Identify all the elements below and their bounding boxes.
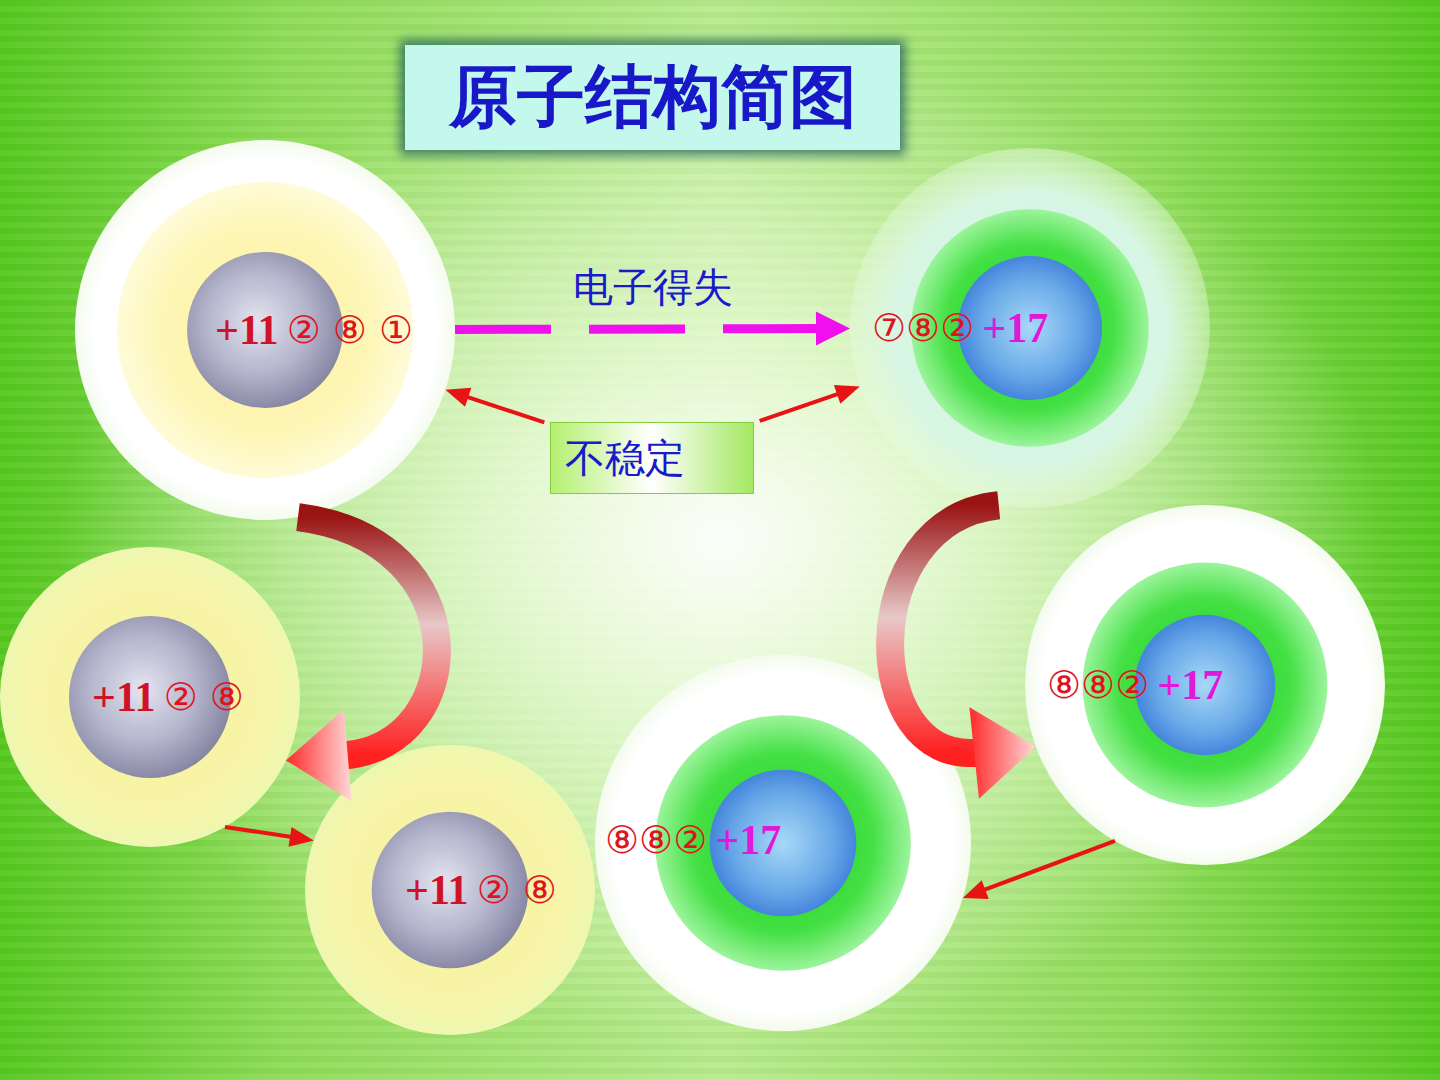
nucleus-charge: +17 xyxy=(715,819,781,861)
arrow-line xyxy=(225,827,292,837)
nucleus-charge: +17 xyxy=(982,307,1048,349)
connector xyxy=(286,517,437,801)
arrow-head xyxy=(969,707,1035,798)
electron-shells: ② ⑧ xyxy=(164,678,244,716)
arrow-line xyxy=(466,397,544,423)
connector xyxy=(445,388,544,423)
nucleus-charge: +11 xyxy=(92,676,156,718)
arrow-head xyxy=(834,385,860,404)
curved-arrow xyxy=(298,517,437,755)
electron-shells: ② ⑧ ① xyxy=(287,311,413,349)
nucleus-charge: +11 xyxy=(405,869,469,911)
chlorine-atom: ⑦⑧②+17 xyxy=(850,148,1210,508)
connector xyxy=(225,827,314,847)
arrow-line xyxy=(983,841,1115,890)
connector xyxy=(963,841,1115,899)
arrow-line xyxy=(760,394,839,421)
connector xyxy=(455,312,850,346)
connector xyxy=(760,385,860,421)
electron-shells: ⑧⑧② xyxy=(1047,666,1149,704)
sodium-ion: +11② ⑧ xyxy=(0,547,300,847)
title-box: 原子结构简图 xyxy=(405,45,900,150)
electron-shells: ⑦⑧② xyxy=(872,309,974,347)
box-label: 不稳定 xyxy=(565,431,685,486)
electron-shells: ⑧⑧② xyxy=(605,821,707,859)
connector xyxy=(890,505,1036,799)
nucleus-charge: +11 xyxy=(215,309,279,351)
arrow-head xyxy=(445,388,471,407)
unstable-box: 不稳定 xyxy=(550,422,754,494)
arrow-head xyxy=(963,880,989,899)
chloride-ion: ⑧⑧②+17 xyxy=(1025,505,1385,865)
arrow-head xyxy=(816,312,850,346)
title: 原子结构简图 xyxy=(449,52,857,143)
nucleus-charge: +17 xyxy=(1157,664,1223,706)
edge-label: 电子得失 xyxy=(573,267,733,307)
electron-shells: ② ⑧ xyxy=(477,871,557,909)
sodium-atom: +11② ⑧ ① xyxy=(75,140,455,520)
dashed-arrow xyxy=(455,324,818,334)
arrow-head xyxy=(289,827,314,847)
arrow-head xyxy=(286,709,352,801)
